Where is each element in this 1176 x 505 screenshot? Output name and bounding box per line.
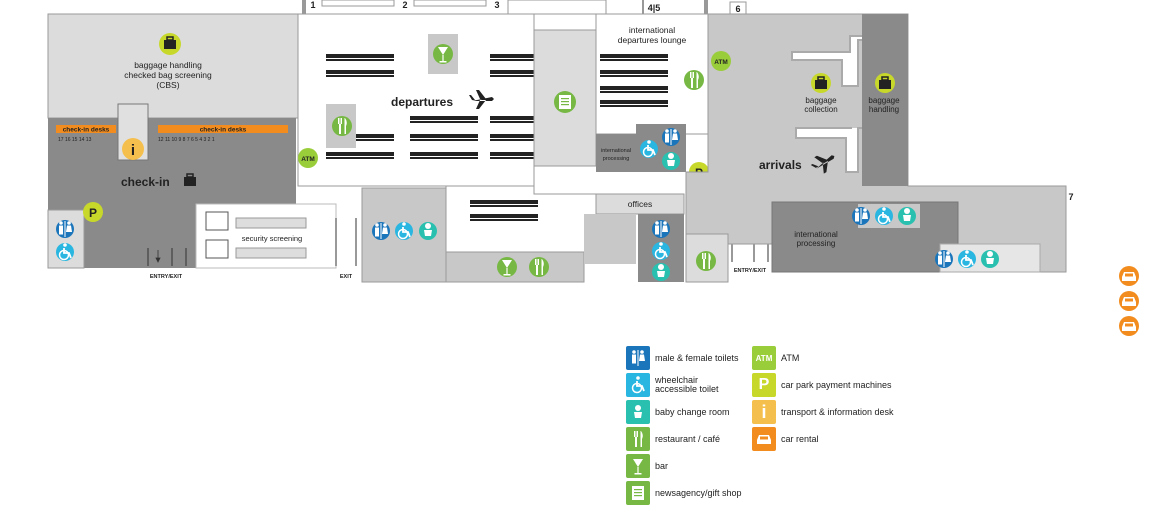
restaurant-icon-lower [529,257,549,277]
parking-icon-checkin [83,202,103,222]
cbs-label: (CBS) [156,80,179,90]
atm-icon: ATM [752,346,776,370]
gate-3-label: 3 [494,0,499,10]
legend-label-restaurant: restaurant / café [655,433,721,444]
checkin-label: check-in [121,175,170,189]
intl-processing-small-label-2: processing [603,156,630,162]
departures-label: departures [391,95,453,109]
car-rental-icon [752,427,776,451]
legend-item-newsagency: newsagency/gift shop [626,481,742,505]
legend-label-parking-payment: car park payment machines [781,379,892,390]
intl-processing-label-1: international [794,230,838,239]
intl-departures-lounge-label-1: international [629,25,675,35]
newsagency-icon [626,481,650,505]
atm-glyph-departures: ATM [301,156,315,163]
baggage-carousel-upper [791,35,862,87]
checkin-desk-numbers-right: 12 11 10 9 8 7 6 5 4 3 2 1 [158,137,215,143]
toilets-icon [626,346,650,370]
baggage-handling-label: baggage handling [134,60,202,70]
entry-exit-label-checkin: ENTRY/EXIT [150,274,183,280]
security-screening-area [195,203,357,269]
map-legend: male & female toilets ATM ATM wheelchair… [626,346,926,505]
bar-icon [626,454,650,478]
atm-icon-departures [298,148,318,168]
gate-2-label: 2 [402,0,407,10]
legend-item-car-rental: car rental [752,427,819,451]
legend-item-wheelchair: wheelchair accessible toilet [626,373,725,397]
info-desk-icon [122,138,144,160]
intl-processing-label-2: processing [797,239,836,248]
atm-icon-arrivals [711,51,731,71]
legend-item-atm: ATM ATM [752,346,799,370]
security-screening-label: security screening [242,234,302,243]
gate-6-label: 6 [735,4,740,14]
legend-item-restaurant: restaurant / café [626,427,720,451]
restaurant-icon [626,427,650,451]
legend-item-parking-payment: P car park payment machines [752,373,892,397]
legend-label-newsagency: newsagency/gift shop [655,487,742,498]
legend-item-bar: bar [626,454,668,478]
restaurant-icon-lounge [684,70,704,90]
parking-payment-icon: P [752,373,776,397]
intl-processing-small [596,134,636,172]
car-rental-icons [1119,266,1139,336]
exit-label: EXIT [340,274,353,280]
legend-label-atm: ATM [781,352,800,363]
checkin-desks-bar-right [158,125,288,133]
legend-item-baby-change: baby change room [626,400,730,424]
arrivals-label: arrivals [759,158,802,172]
legend-label-bar: bar [655,460,669,471]
legend-label-wheelchair: wheelchair accessible toilet [655,375,719,394]
restaurant-icon-departures [332,116,352,136]
offices-label: offices [628,199,652,209]
info-desk-icon: i [752,400,776,424]
legend-label-toilets: male & female toilets [655,352,739,363]
wheelchair-icon [626,373,650,397]
legend-label-car-rental: car rental [781,433,819,444]
legend-label-info-desk: transport & information desk [781,406,894,417]
atm-glyph-arrivals: ATM [714,59,728,66]
gates-top [302,0,747,18]
legend-label-baby-change: baby change room [655,406,730,417]
baggage-handling-label-arrivals-1: baggage [868,96,900,105]
intl-processing-small-label-1: international [601,148,631,154]
restaurant-icon-south [696,251,716,271]
gate-45-label: 4|5 [648,3,661,13]
info-desk-glyph: i [131,142,135,159]
parking-glyph-checkin: P [89,206,97,220]
checkin-desk-numbers-left: 17 16 15 14 13 [58,137,92,143]
legend-item-toilets: male & female toilets [626,346,739,370]
checkin-desks-bar-left [56,125,116,133]
entry-exit-arrows-arrivals [731,242,769,262]
intl-departures-lounge-label-2: departures lounge [618,35,687,45]
baggage-carousel-lower [795,127,862,173]
checkin-desks-label-right: check-in desks [200,127,247,134]
baby-change-icon [626,400,650,424]
checked-bag-screening-label: checked bag screening [124,70,212,80]
baggage-handling-label-arrivals-2: handling [869,105,899,114]
baggage-collection-label-1: baggage [805,96,837,105]
arrivals-hall [685,13,1067,273]
baggage-collection-label-2: collection [804,105,837,114]
legend-item-info-desk: i transport & information desk [752,400,894,424]
gate-7-label: 7 [1068,192,1073,202]
gate-1-label: 1 [310,0,315,10]
entry-exit-label-arrivals: ENTRY/EXIT [734,268,767,274]
checkin-desks-label-left: check-in desks [63,127,110,134]
entry-exit-arrows-checkin [147,248,187,266]
